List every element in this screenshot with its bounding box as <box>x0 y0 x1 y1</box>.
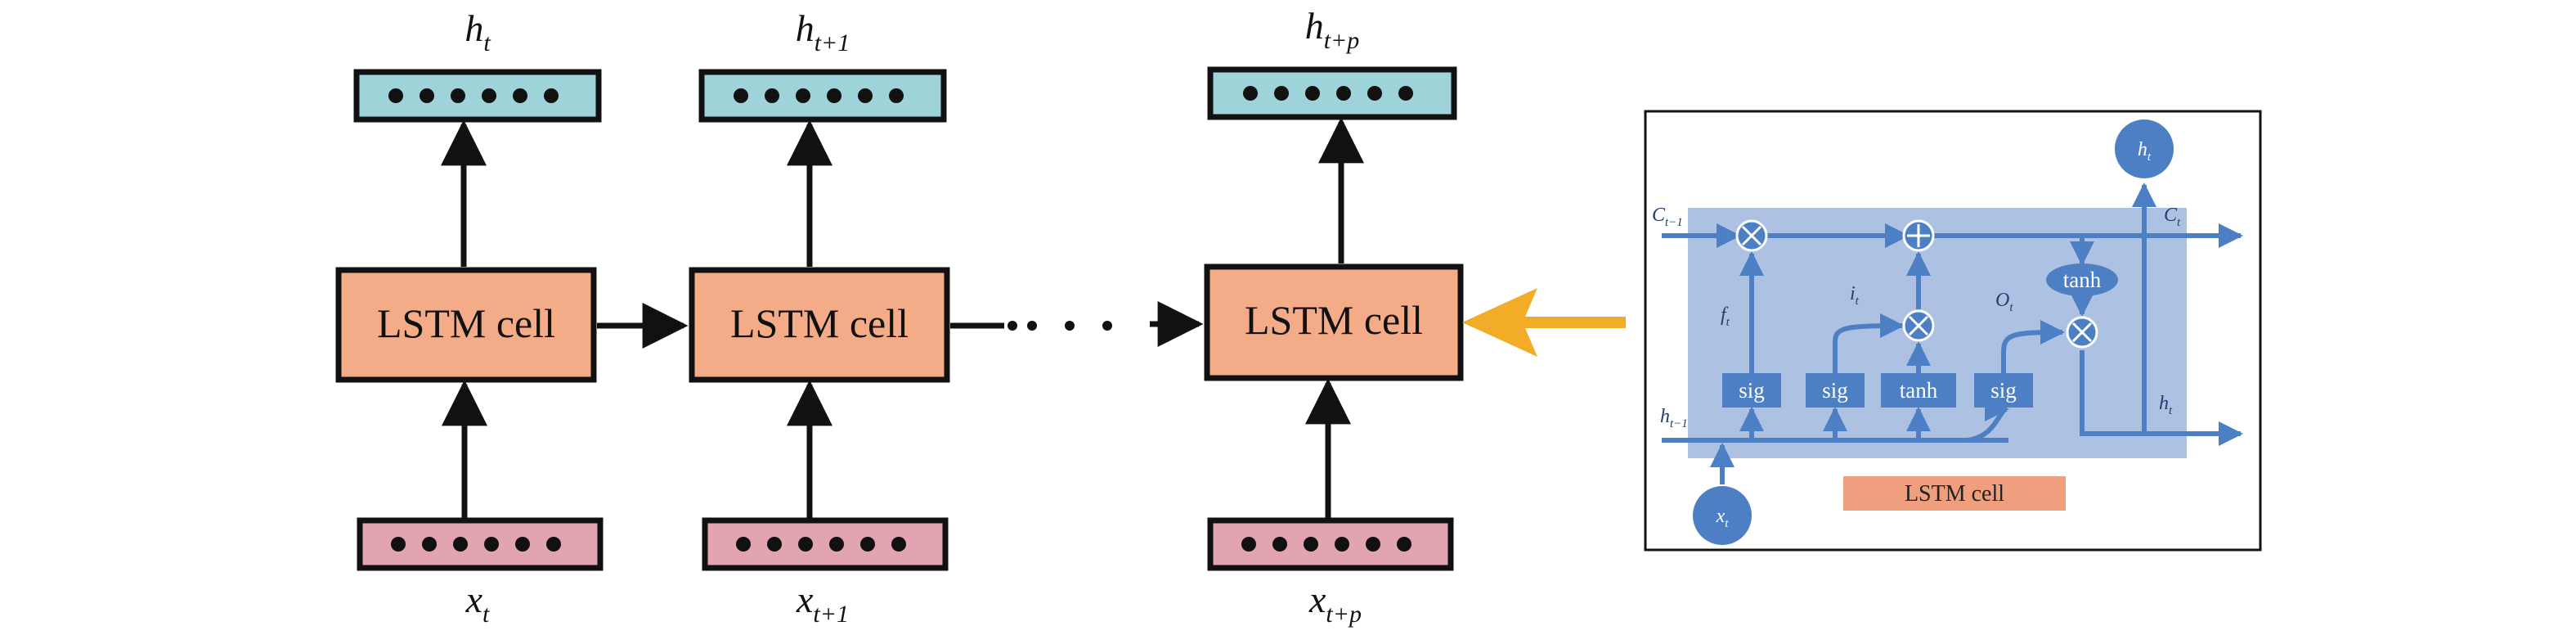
input-vector-1 <box>357 517 604 571</box>
svg-text:xt: xt <box>1716 506 1730 530</box>
h-t-circle: ht <box>2115 119 2174 178</box>
svg-text:sig: sig <box>1822 378 1848 403</box>
ellipsis-dots <box>1008 321 1112 331</box>
label-c-t: Ct <box>2164 205 2181 229</box>
input-label-2: xt+1 <box>796 579 849 628</box>
svg-text:LSTM cell: LSTM cell <box>730 300 909 346</box>
input-label-3: xt+p <box>1308 579 1362 628</box>
output-label-1: ht <box>464 7 491 56</box>
input-label-1: xt <box>465 579 490 628</box>
gate-output: sig <box>1974 373 2033 408</box>
svg-text:sig: sig <box>1739 378 1765 403</box>
output-vector-2 <box>698 69 947 123</box>
multiply-op-output <box>2066 316 2098 349</box>
svg-text:LSTM cell: LSTM cell <box>1245 297 1423 343</box>
recurrent-arrows <box>597 301 1204 349</box>
output-vector-1 <box>353 69 602 123</box>
output-label-3: ht+p <box>1305 5 1360 54</box>
input-arrows <box>442 378 1351 519</box>
svg-text:LSTM cell: LSTM cell <box>1905 481 2004 507</box>
unrolled-chain: ht ht+1 ht+p LSTM cell LSTM cell LSTM ce… <box>335 5 1464 628</box>
lstm-cell-2: LSTM cell <box>689 267 950 383</box>
label-h-t: ht <box>2159 393 2173 417</box>
svg-text:sig: sig <box>1990 378 2017 403</box>
multiply-op-forget <box>1735 219 1768 252</box>
highlight-arrow <box>1462 288 1626 357</box>
svg-text:tanh: tanh <box>1900 378 1938 403</box>
gate-forget: sig <box>1722 373 1781 408</box>
label-f-t: ft <box>1721 304 1730 329</box>
gate-candidate: tanh <box>1881 373 1956 408</box>
label-i-t: it <box>1850 283 1860 308</box>
label-o-t: Ot <box>1995 290 2013 314</box>
output-label-2: ht+1 <box>796 7 850 56</box>
cell-background <box>1688 208 2187 458</box>
x-t-circle: xt <box>1693 486 1752 545</box>
lstm-cell-detail: tanh sig sig tanh sig ht xt C <box>1644 110 2262 552</box>
svg-text:LSTM cell: LSTM cell <box>377 300 555 346</box>
output-vector-3 <box>1207 66 1457 120</box>
input-vector-3 <box>1207 517 1454 571</box>
inner-cell-label: LSTM cell <box>1843 476 2066 511</box>
label-h-prev: ht−1 <box>1660 406 1688 430</box>
svg-text:ht: ht <box>2138 139 2152 164</box>
tanh-oval: tanh <box>2046 263 2118 296</box>
add-op <box>1902 219 1935 252</box>
gate-input: sig <box>1806 373 1865 408</box>
output-arrows <box>441 117 1364 267</box>
label-c-prev: Ct−1 <box>1652 205 1683 229</box>
lstm-cell-3: LSTM cell <box>1204 263 1464 381</box>
svg-text:tanh: tanh <box>2063 268 2102 292</box>
multiply-op-input <box>1902 309 1935 342</box>
input-vector-2 <box>702 517 949 571</box>
lstm-cell-1: LSTM cell <box>335 267 597 383</box>
